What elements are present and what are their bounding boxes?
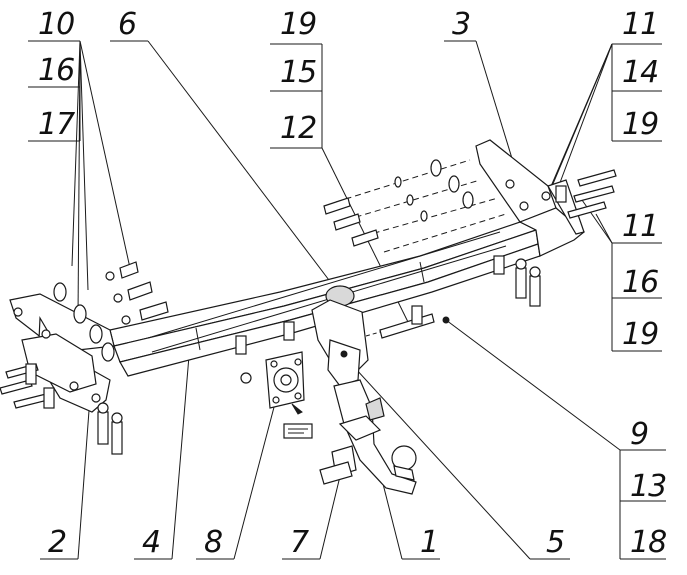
main-cross-beam [109, 221, 541, 377]
callout-11-top: 11 [622, 7, 658, 42]
right-vertical-bolts [515, 258, 541, 307]
callout-10-leader-c [71, 40, 81, 267]
top-bolt-row [323, 159, 507, 253]
front-bolt [365, 305, 450, 339]
callout-9: 9 [630, 417, 648, 452]
callout-10-leader-b [79, 40, 89, 291]
callout-16-mid: 16 [622, 265, 658, 300]
callout-5-leader [343, 355, 531, 560]
electrical-socket-plate [240, 351, 313, 439]
callout-18: 18 [630, 525, 666, 560]
callout-6: 6 [118, 7, 136, 42]
callout-7: 7 [290, 525, 309, 560]
callout-4-leader [171, 343, 191, 560]
right-side-bolts [555, 169, 617, 219]
callout-16: 16 [38, 53, 74, 88]
tow-ball-neck [319, 379, 417, 495]
callout-15: 15 [280, 55, 316, 90]
left-side-bolts [0, 261, 169, 409]
left-mounting-bracket [9, 293, 115, 413]
callout-4: 4 [142, 525, 160, 560]
callout-11-mid: 11 [622, 209, 658, 244]
callout-5: 5 [546, 525, 564, 560]
left-washers [53, 282, 115, 362]
callout-3-leader [475, 40, 519, 179]
callout-19-right: 19 [622, 107, 658, 142]
callout-14: 14 [622, 55, 658, 90]
callout-8: 8 [204, 525, 222, 560]
callout-6-leader [147, 40, 339, 293]
callout-2: 2 [48, 525, 66, 560]
callout-19-mid: 19 [622, 317, 658, 352]
callout-7-leader [319, 467, 343, 560]
callout-19-top: 19 [280, 7, 316, 42]
callout-10: 10 [38, 7, 74, 42]
callout-12: 12 [280, 111, 316, 146]
callout-1: 1 [420, 525, 438, 560]
callout-10-leader-a [79, 40, 131, 269]
callout-1-leader [379, 471, 403, 560]
callout-9-leader [445, 319, 621, 451]
callout-11-leader-a [557, 43, 613, 189]
callout-11-leader-e [595, 213, 613, 244]
callout-17: 17 [38, 107, 75, 142]
callout-3: 3 [452, 7, 470, 42]
left-vertical-bolts [97, 402, 123, 455]
callout-13: 13 [630, 469, 666, 504]
callout-10-leader-d [77, 40, 81, 319]
callout-8-leader [233, 391, 279, 560]
center-drop-bracket [311, 285, 369, 387]
beam-tabs [235, 255, 505, 355]
